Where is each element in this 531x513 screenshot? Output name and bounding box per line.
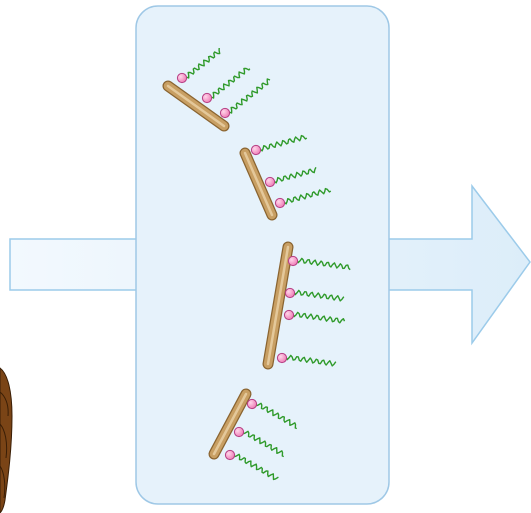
chain-line: [233, 453, 279, 481]
chain-line: [255, 402, 297, 430]
chain-line: [273, 167, 317, 184]
chain-line: [285, 354, 337, 367]
rod-with-chains-icon: [262, 241, 351, 370]
bead: [264, 176, 276, 188]
rod-highlight: [166, 84, 226, 128]
chain-line: [185, 47, 221, 79]
process-container-icon: [135, 5, 390, 505]
rod-highlight: [212, 392, 248, 456]
chain-line: [283, 187, 332, 205]
bead: [250, 144, 262, 156]
chain-line: [296, 257, 351, 271]
rod-highlight: [243, 151, 274, 217]
bead: [246, 398, 258, 410]
molecule-group: [162, 47, 351, 481]
bead: [283, 309, 295, 321]
chain-line: [228, 78, 271, 114]
bead: [201, 92, 213, 104]
bead: [276, 352, 288, 364]
fiber-texture-icon: [0, 367, 13, 513]
bead: [284, 287, 296, 299]
bead: [176, 72, 188, 84]
chain-line: [259, 134, 308, 152]
rod-with-chains-icon: [162, 47, 271, 132]
bead: [233, 426, 245, 438]
chain-line: [242, 430, 284, 458]
rod-with-chains-icon: [239, 134, 332, 221]
rod-highlight: [266, 245, 290, 366]
rod-with-chains-icon: [208, 388, 297, 481]
bead: [219, 107, 231, 119]
chain-line: [292, 311, 346, 324]
bead: [274, 197, 286, 209]
bead: [287, 255, 299, 267]
chain-line: [210, 67, 251, 99]
bead: [224, 449, 236, 461]
chain-line: [293, 289, 345, 302]
